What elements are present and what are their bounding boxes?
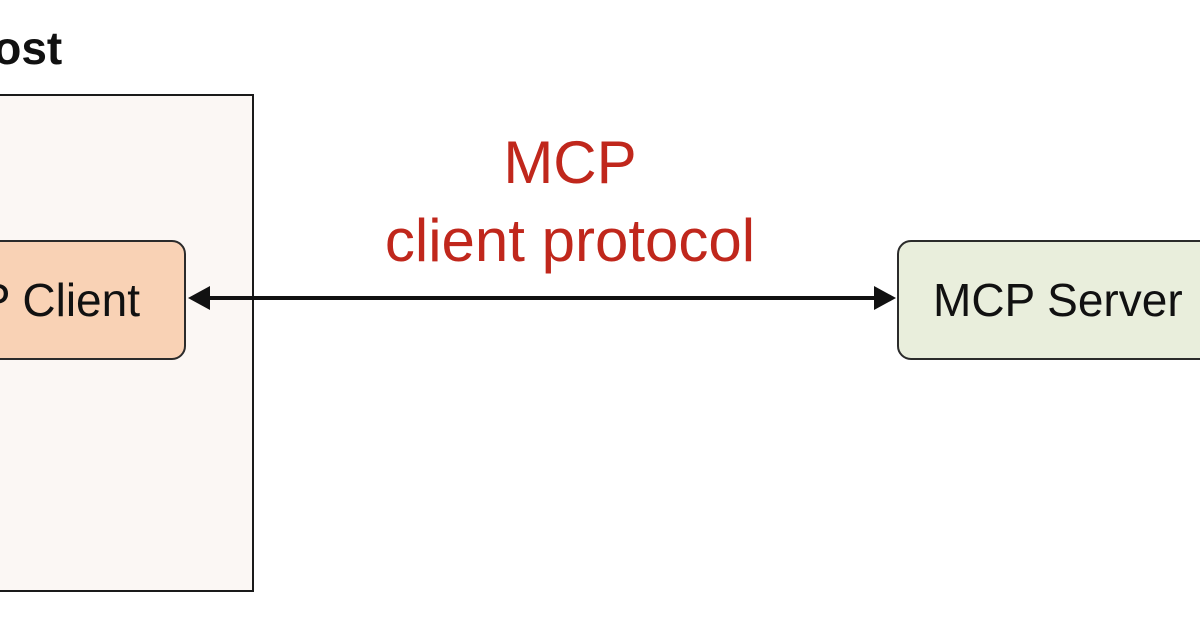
mcp-client-label: MCP Client <box>0 274 140 326</box>
mcp-client-box: MCP Client <box>0 240 186 360</box>
protocol-label-line2: client protocol <box>384 207 756 274</box>
host-label: Host <box>0 22 63 74</box>
mcp-server-box: MCP Server <box>897 240 1200 360</box>
protocol-label: MCP client protocol <box>330 124 810 280</box>
arrow-head-right-icon <box>874 286 896 310</box>
protocol-label-line1: MCP <box>503 129 637 196</box>
mcp-server-label: MCP Server <box>933 274 1183 326</box>
